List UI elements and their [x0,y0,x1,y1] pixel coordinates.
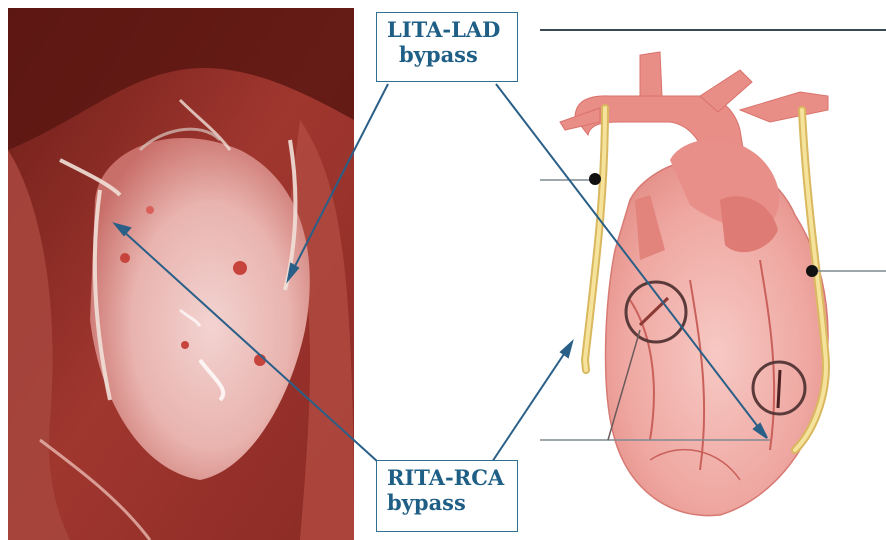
lita-lad-label: LITA-LAD bypass [376,12,518,82]
surgical-photo [8,8,354,540]
heart-diagram [540,30,886,516]
rita-rca-label: RITA-RCA bypass [376,460,518,532]
rita-rca-label-line1: RITA-RCA [387,465,507,490]
lita-lad-label-line2: bypass [387,42,507,67]
rita-rca-label-line2: bypass [387,490,507,515]
lita-lad-label-line1: LITA-LAD [387,17,507,42]
